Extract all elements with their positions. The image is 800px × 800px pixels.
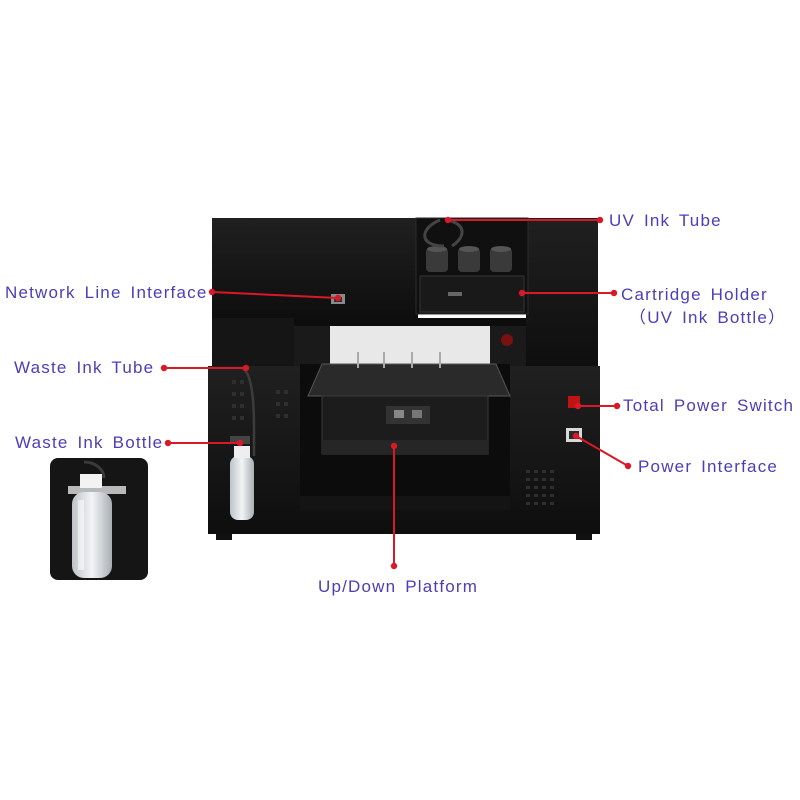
label-total-power-switch: Total Power Switch: [623, 396, 795, 415]
left-vent-grid: [232, 380, 288, 420]
cartridge-drawer-handle: [448, 292, 462, 296]
leader-total-power-switch-end-dot: [613, 402, 621, 410]
label-network-line-interface: Network Line Interface: [5, 283, 208, 302]
label-waste-ink-tube: Waste Ink Tube: [14, 358, 155, 377]
waste-ink-bottle-small: [230, 456, 254, 520]
label-cartridge-holder-sub: （UV Ink Bottle）: [629, 308, 787, 327]
print-head-carriage: [294, 326, 330, 366]
leader-waste-ink-tube-start-dot: [160, 364, 168, 372]
platform-front-bar: [322, 440, 488, 454]
printer-top-left-housing: [212, 218, 418, 318]
leader-lines: [160, 216, 632, 570]
print-platform-tray: [307, 363, 511, 397]
label-uv-ink-tube: UV Ink Tube: [609, 211, 722, 230]
ink-bottles: [426, 246, 512, 272]
label-cartridge-holder-title: Cartridge Holder: [621, 285, 768, 304]
right-vent-grid: [526, 470, 554, 505]
label-power-interface: Power Interface: [638, 457, 779, 476]
right-carriage: [490, 326, 526, 366]
leader-cartridge-holder-end-dot: [610, 289, 618, 297]
leader-power-interface-end-dot: [624, 462, 632, 470]
leader-up-down-platform-end-dot: [390, 562, 398, 570]
leader-up-down-platform-start-dot: [390, 442, 398, 450]
printer-foot-right: [576, 534, 592, 540]
leader-network-interface-end-dot: [334, 294, 342, 302]
leader-network-interface-start-dot: [208, 288, 216, 296]
printer-foot-left: [216, 534, 232, 540]
label-up-down-platform: Up/Down Platform: [318, 577, 479, 596]
carriage-indicator: [501, 334, 513, 346]
platform-mechanism-detail: [394, 410, 404, 418]
leader-waste-ink-bottle-end-dot: [236, 439, 244, 447]
left-column: [212, 318, 294, 370]
leader-uv-ink-tube-end-dot: [596, 216, 604, 224]
platform-mechanism-detail-2: [412, 410, 422, 418]
gantry-rail: [294, 318, 526, 326]
leader-waste-ink-bottle-start-dot: [164, 439, 172, 447]
cartridge-drawer: [419, 275, 525, 313]
leader-power-interface-start-dot: [572, 432, 580, 440]
waste-bottle-cap: [234, 446, 250, 458]
label-cartridge-holder: Cartridge Holder （UV Ink Bottle）: [621, 283, 786, 329]
platform-clips: [357, 352, 441, 368]
leader-total-power-switch-start-dot: [574, 402, 582, 410]
leader-cartridge-holder-start-dot: [518, 289, 526, 297]
leader-waste-ink-tube-end-dot: [242, 364, 250, 372]
platform-mechanism: [386, 406, 430, 424]
leader-power-interface: [575, 435, 629, 467]
leader-uv-ink-tube-start-dot: [444, 216, 452, 224]
uv-ink-tube-coil: [423, 218, 464, 248]
leader-network-interface: [211, 291, 339, 299]
platform-base-frame: [300, 496, 510, 510]
label-waste-ink-bottle: Waste Ink Bottle: [15, 433, 164, 452]
waste-bottle-inset-photo: [50, 458, 148, 580]
